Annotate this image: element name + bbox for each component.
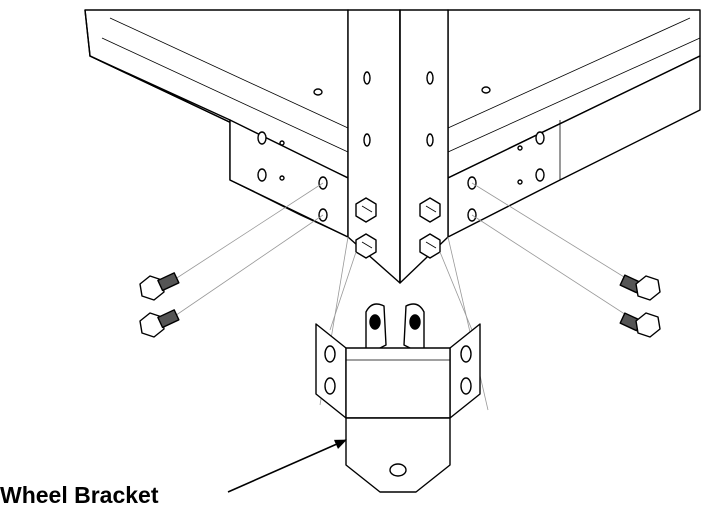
rail-hole [481,86,491,94]
frame-structure [84,9,701,284]
left-frame-rail [84,9,349,238]
post-hole [363,71,371,85]
post-hole [426,71,434,85]
right-frame-rail [447,9,701,238]
post-hole [426,133,434,147]
rail-hole [279,140,285,146]
wheel-bracket-label: Wheel Bracket [0,482,159,508]
rail-hole [279,175,285,181]
bolt-left-upper [139,272,180,301]
bracket-hole [460,377,472,395]
bracket-hole [389,463,407,477]
bolt-left-lower [139,309,180,338]
rail-hole [257,168,267,182]
post-nuts [355,197,441,259]
wheel-bracket [315,303,481,493]
bracket-front-face [345,347,451,419]
rail-hole [257,131,267,145]
bracket-wing-right [449,323,481,419]
hex-nut [355,233,377,259]
bracket-hole [324,377,336,395]
bolts [139,272,661,338]
hex-nut [419,233,441,259]
assembly-guide-lines [165,182,638,411]
hex-nut [355,197,377,223]
bolt-right-lower [619,312,661,338]
rail-hole [313,88,323,96]
rail-hole [517,145,523,151]
post-hole [363,133,371,147]
hex-nut [419,197,441,223]
bracket-lower-plate [345,417,451,493]
rail-hole [535,168,545,182]
bracket-hole [324,345,336,363]
callout-arrow [227,439,347,493]
bolt-right-upper [619,274,661,301]
bracket-hole [460,345,472,363]
rail-hole [535,131,545,145]
rail-hole [517,179,523,185]
